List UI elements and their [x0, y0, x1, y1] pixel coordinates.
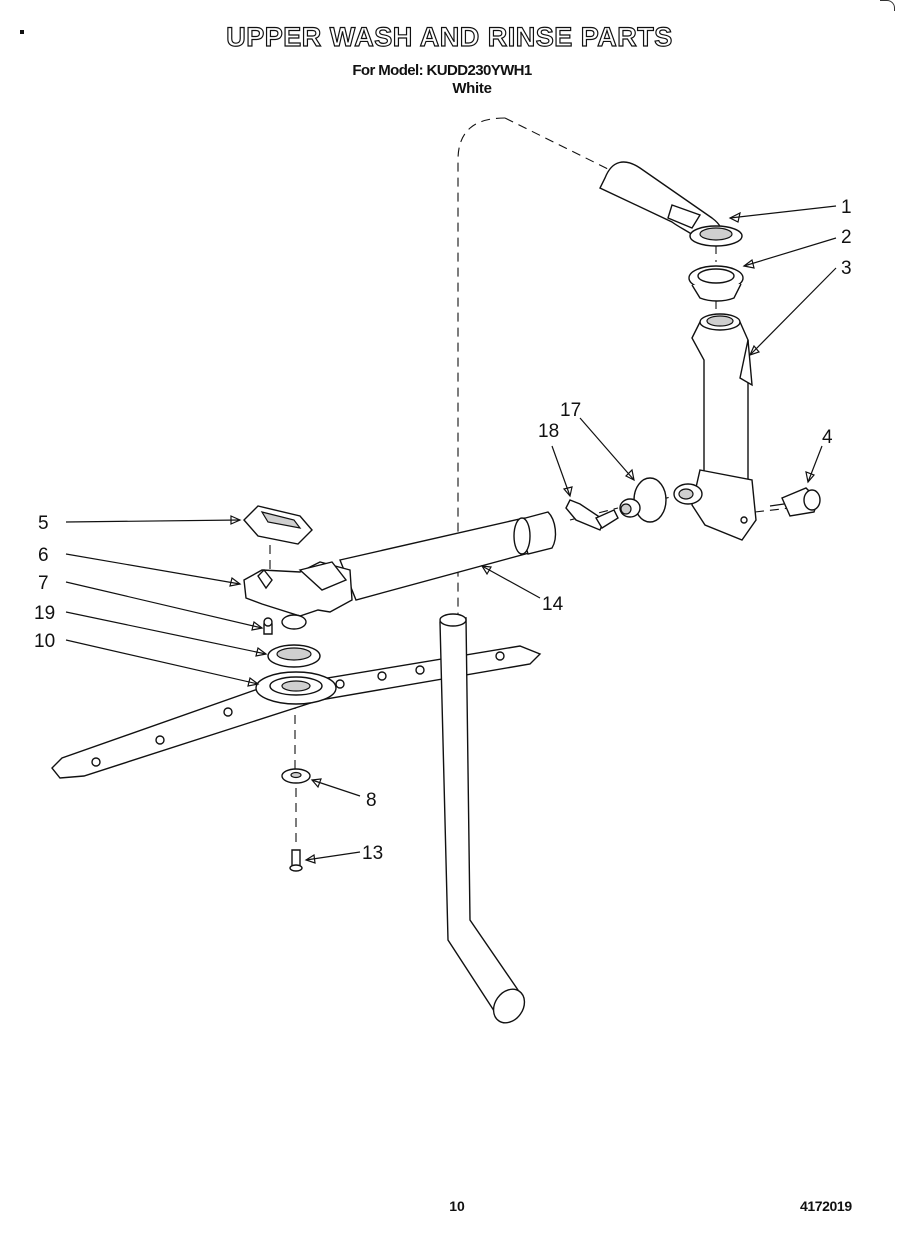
callout-1: 1 — [841, 197, 852, 218]
callout-numbers: 1 2 3 4 5 6 7 19 10 8 13 14 17 18 — [34, 197, 852, 864]
part-7-screw — [263, 617, 273, 635]
callout-19: 19 — [34, 603, 55, 624]
leader-lines — [65, 205, 837, 864]
page-corner — [880, 0, 895, 11]
callout-10: 10 — [34, 631, 55, 652]
part-19-bearing-ring — [267, 644, 321, 668]
callout-8: 8 — [366, 790, 377, 811]
document-number: 4172019 — [800, 1198, 852, 1214]
lower-supply-tube — [439, 613, 526, 1024]
part-13-screw — [289, 849, 303, 872]
part-17-cap — [619, 477, 667, 523]
part-4-valve — [769, 487, 821, 517]
part-8-washer — [281, 768, 311, 784]
part-14-feed-tube — [339, 511, 557, 601]
callout-4: 4 — [822, 427, 833, 448]
color-line: White — [452, 80, 492, 97]
callout-6: 6 — [38, 545, 49, 566]
callout-14: 14 — [542, 594, 564, 615]
callout-17: 17 — [560, 400, 581, 421]
callout-7: 7 — [38, 573, 49, 594]
part-1-elbow-hose — [599, 161, 743, 247]
page-title: UPPER WASH AND RINSE PARTS — [226, 21, 673, 52]
callout-2: 2 — [841, 227, 852, 248]
part-5-slide-cap — [243, 505, 313, 545]
callout-5: 5 — [38, 513, 49, 534]
part-2-seal — [688, 265, 744, 302]
part-6-manifold — [243, 561, 353, 630]
part-3-supply-tube — [673, 313, 757, 541]
callout-3: 3 — [841, 258, 852, 279]
callout-18: 18 — [538, 421, 559, 442]
callout-13: 13 — [362, 843, 383, 864]
page-number: 10 — [449, 1198, 465, 1214]
model-line: For Model: KUDD230YWH1 — [352, 62, 532, 79]
corner-mark — [20, 30, 24, 34]
part-18-clip — [565, 499, 619, 531]
